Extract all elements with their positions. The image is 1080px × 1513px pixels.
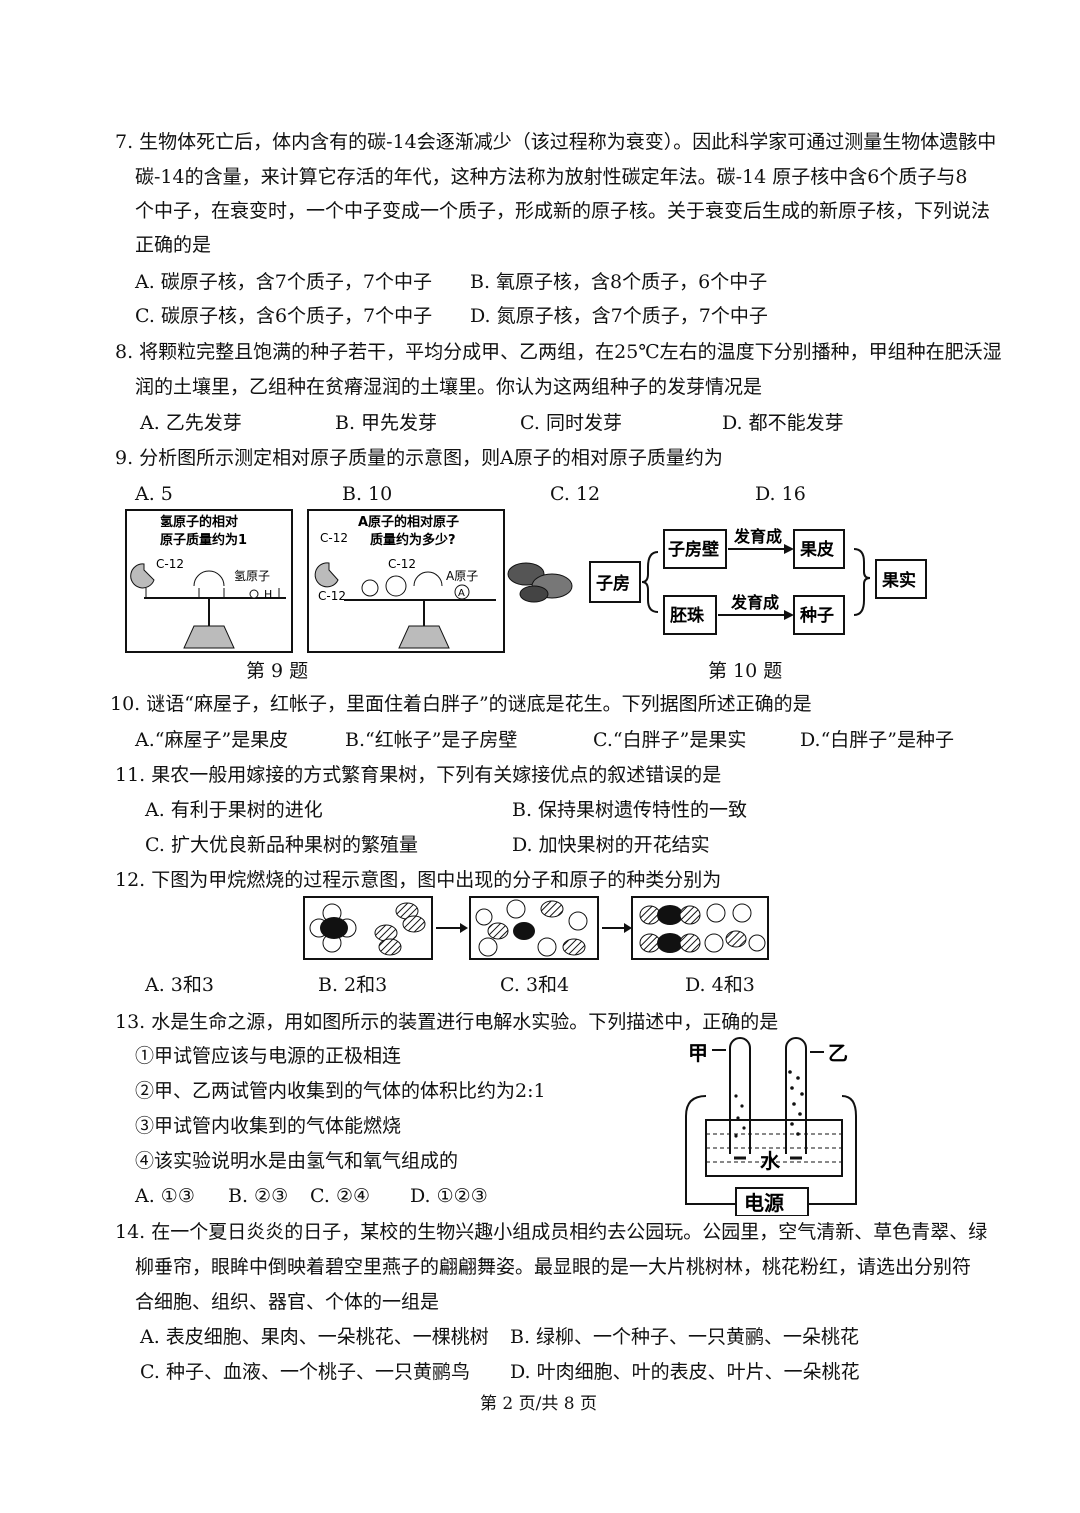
q7-option-b: B. 氧原子核，含8个质子，6个中子 — [470, 271, 768, 293]
q9-p1-h: 氢原子 — [234, 568, 270, 583]
q11-option-c: C. 扩大优良新品种果树的繁殖量 — [145, 834, 418, 856]
q8-line-1: 8. 将颗粒完整且饱满的种子若干，平均分成甲、乙两组，在25℃左右的温度下分别播… — [115, 341, 1002, 363]
q13-item-3: ③甲试管内收集到的气体能燃烧 — [135, 1115, 402, 1137]
q9-p2-title2: 质量约为多少? — [370, 532, 456, 548]
q8-option-d: D. 都不能发芽 — [722, 412, 844, 434]
fc-fruit: 果实 — [882, 570, 916, 591]
q10-option-c: C.“白胖子”是果实 — [593, 729, 747, 751]
q13-item-2: ②甲、乙两试管内收集到的气体的体积比约为2:1 — [135, 1080, 546, 1102]
q13-item-1: ①甲试管应该与电源的正极相连 — [135, 1045, 402, 1067]
q7-line-3: 个中子，在衰变时，一个中子变成一个质子，形成新的原子核。关于衰变后生成的新原子核… — [135, 200, 991, 222]
q14-line-3: 合细胞、组织、器官、个体的一组是 — [135, 1291, 440, 1313]
q9-stem: 9. 分析图所示测定相对原子质量的示意图，则A原子的相对原子质量约为 — [115, 447, 723, 469]
q9-p2-asym: A — [458, 588, 465, 599]
q10-option-d: D.“白胖子”是种子 — [800, 729, 955, 751]
fc-seed: 种子 — [799, 605, 834, 626]
q9-p2-c12b: C-12 — [388, 557, 416, 571]
fc-ovary: 子房 — [596, 573, 630, 594]
q9-option-b: B. 10 — [342, 483, 393, 505]
q9-p1-title2: 原子质量约为1 — [160, 532, 247, 548]
q12-option-a: A. 3和3 — [145, 974, 214, 996]
q13-option-d: D. ①②③ — [410, 1185, 488, 1207]
q9-p1-title1: 氢原子的相对 — [160, 514, 238, 530]
q10-flowchart: 子房 子房壁 胚珠 发育成 发育成 果皮 种子 果实 — [589, 527, 927, 635]
q9-option-c: C. 12 — [550, 483, 601, 505]
q9-balance-figure: 氢原子的相对 原子质量约为1 C-12 氢原子 H A原子的相对原子 质量约为多… — [125, 509, 505, 653]
fc-peel: 果皮 — [800, 539, 834, 560]
q14-option-b: B. 绿柳、一个种子、一只黄鹂、一朵桃花 — [510, 1326, 860, 1348]
q9-caption: 第 9 题 — [246, 660, 309, 682]
fig-yi-label: 乙 — [828, 1041, 848, 1065]
q8-option-b: B. 甲先发芽 — [335, 412, 438, 434]
fc-ovule: 胚珠 — [670, 606, 705, 626]
q11-option-b: B. 保持果树遗传特性的一致 — [512, 799, 748, 821]
q12-stem: 12. 下图为甲烷燃烧的过程示意图，图中出现的分子和原子的种类分别为 — [115, 869, 722, 891]
q11-option-a: A. 有利于果树的进化 — [145, 799, 323, 821]
q12-option-d: D. 4和3 — [685, 974, 755, 996]
fc-develop-1: 发育成 — [733, 527, 782, 546]
q14-line-1: 14. 在一个夏日炎炎的日子，某校的生物兴趣小组成员相约去公园玩。公园里，空气清… — [115, 1221, 988, 1243]
q7-option-c: C. 碳原子核，含6个质子，7个中子 — [135, 305, 433, 327]
peanut-icon — [507, 562, 573, 603]
q14-option-d: D. 叶肉细胞、叶的表皮、叶片、一朵桃花 — [510, 1361, 860, 1383]
page-footer: 第 2 页/共 8 页 — [480, 1394, 597, 1414]
fig-jia-label: 甲 — [688, 1041, 708, 1065]
q10-caption: 第 10 题 — [708, 660, 783, 682]
q11-option-d: D. 加快果树的开花结实 — [512, 834, 710, 856]
q9-p1-c12: C-12 — [156, 557, 184, 571]
q14-option-a: A. 表皮细胞、果肉、一朵桃花、一棵桃树 — [140, 1326, 489, 1348]
q11-stem: 11. 果农一般用嫁接的方式繁育果树，下列有关嫁接优点的叙述错误的是 — [115, 764, 722, 786]
q9-p1-hsym: H — [264, 588, 272, 601]
electrolysis-figure: 甲 乙 水 电源 — [685, 1037, 857, 1216]
q14-line-2: 柳垂帘，眼眸中倒映着碧空里燕子的翩翩舞姿。最显眼的是一大片桃树林，桃花粉红，请选… — [135, 1256, 972, 1278]
q7-option-a: A. 碳原子核，含7个质子，7个中子 — [135, 271, 432, 293]
q13-stem: 13. 水是生命之源，用如图所示的装置进行电解水实验。下列描述中，正确的是 — [115, 1011, 779, 1033]
q7-line-4: 正确的是 — [135, 234, 212, 256]
q8-option-a: A. 乙先发芽 — [140, 412, 242, 434]
q8-line-2: 润的土壤里，乙组种在贫瘠湿润的土壤里。你认为这两组种子的发芽情况是 — [135, 376, 763, 398]
q13-item-4: ④该实验说明水是由氢气和氧气组成的 — [135, 1150, 459, 1172]
q12-option-b: B. 2和3 — [318, 974, 388, 996]
q7-line-1: 7. 生物体死亡后，体内含有的碳-14会逐渐减少（该过程称为衰变）。因此科学家可… — [115, 131, 997, 153]
q8-option-c: C. 同时发芽 — [520, 412, 622, 434]
methane-combustion-figure — [303, 896, 769, 960]
fig-power-label: 电源 — [744, 1191, 784, 1215]
q13-option-a: A. ①③ — [135, 1185, 195, 1207]
q9-option-d: D. 16 — [755, 483, 806, 505]
fc-develop-2: 发育成 — [730, 593, 779, 612]
q13-option-c: C. ②④ — [310, 1185, 371, 1207]
q9-p2-c12c: C-12 — [318, 589, 346, 603]
q9-option-a: A. 5 — [135, 483, 173, 505]
q14-option-c: C. 种子、血液、一个桃子、一只黄鹂鸟 — [140, 1361, 470, 1383]
q10-option-a: A.“麻屋子”是果皮 — [135, 729, 289, 751]
q10-option-b: B.“红帐子”是子房壁 — [345, 729, 518, 751]
q12-option-c: C. 3和4 — [500, 974, 570, 996]
q10-stem: 10. 谜语“麻屋子，红帐子，里面住着白胖子”的谜底是花生。下列据图所述正确的是 — [110, 693, 812, 715]
fc-ovary-wall: 子房壁 — [668, 539, 719, 560]
q9-p2-title1: A原子的相对原子 — [358, 514, 459, 530]
q7-line-2: 碳-14的含量，来计算它存活的年代，这种方法称为放射性碳定年法。碳-14 原子核… — [135, 166, 968, 188]
fig-water-label: 水 — [760, 1149, 781, 1173]
q7-option-d: D. 氮原子核，含7个质子，7个中子 — [470, 305, 768, 327]
q9-p2-c12a: C-12 — [320, 531, 348, 545]
q9-p2-a: A原子 — [446, 569, 478, 583]
q13-option-b: B. ②③ — [228, 1185, 289, 1207]
